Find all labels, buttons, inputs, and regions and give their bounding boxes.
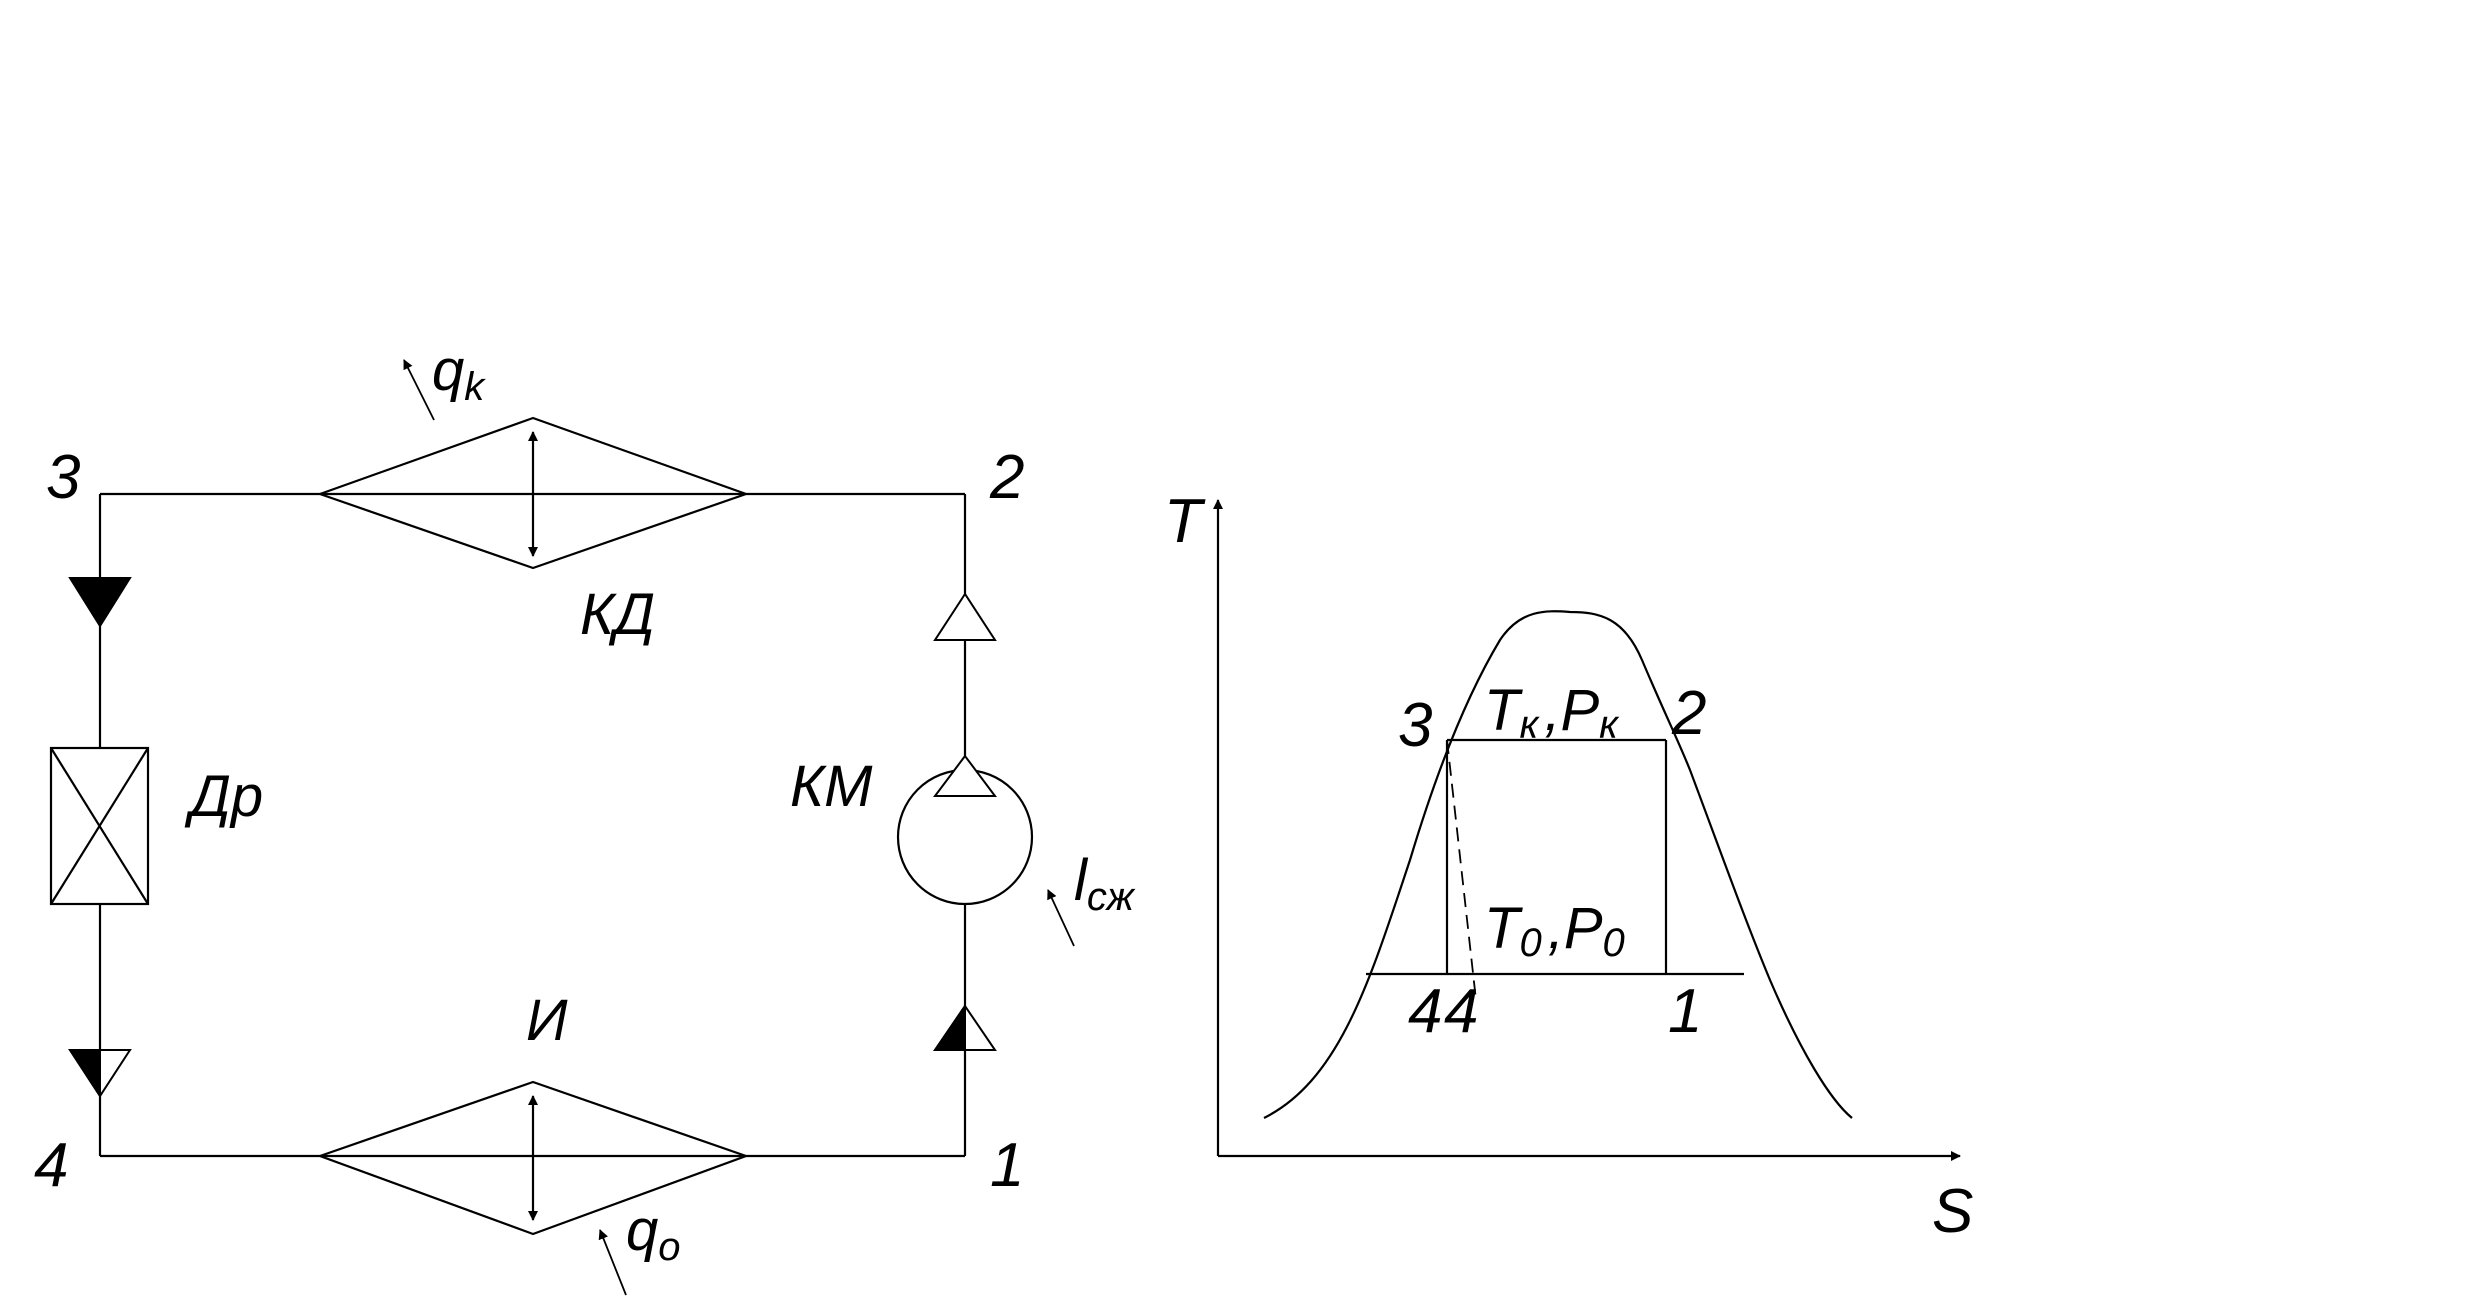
- flow-arrow-half-fill-icon: [933, 1002, 966, 1051]
- ts-diagram: T S 3 2 4 4 1 Tк,Pк T0,P0: [1164, 487, 1973, 1246]
- saturation-dome: [1263, 610, 1853, 1119]
- condenser-symbol: [316, 416, 750, 570]
- heat-qk-label: qk: [432, 338, 486, 409]
- ts-point-4b-label: 4: [1444, 977, 1478, 1046]
- ts-point-4a-label: 4: [1408, 977, 1442, 1046]
- ts-point-3-label: 3: [1398, 691, 1432, 760]
- condenser-label: КД: [580, 582, 655, 647]
- ts-point-2-label: 2: [1671, 679, 1706, 748]
- evaporator-symbol: [316, 1080, 750, 1236]
- lower-isotherm-label: T0,P0: [1484, 896, 1625, 965]
- compressor-symbol: [896, 754, 1034, 906]
- t-axis-label: T: [1164, 487, 1206, 556]
- evaporator-label: И: [526, 988, 568, 1053]
- throttle-dashed-line: [1446, 739, 1477, 1001]
- heat-out-arrow-icon: [403, 359, 435, 421]
- flow-arrow-down-icon: [68, 577, 132, 628]
- point-2-label: 2: [989, 443, 1024, 512]
- point-1-label: 1: [990, 1131, 1024, 1200]
- work-in-arrow-icon: [1047, 889, 1075, 947]
- ts-point-1-label: 1: [1668, 977, 1702, 1046]
- upper-isotherm-label: Tк,Pк: [1484, 678, 1620, 747]
- throttle-symbol: [49, 746, 150, 906]
- throttle-label: Др: [184, 764, 263, 829]
- heat-in-arrow-icon: [598, 1229, 627, 1296]
- heat-qo-label: qo: [626, 1198, 681, 1269]
- s-axis-label: S: [1932, 1177, 1973, 1246]
- compression-work-label: lсж: [1074, 848, 1135, 919]
- point-4-label: 4: [34, 1131, 68, 1200]
- compressor-label: КМ: [790, 754, 873, 819]
- flow-arrow-up-icon: [933, 592, 997, 641]
- cycle-scheme: 3 2 4 1 КД Др КМ И qk qo lсж: [34, 338, 1135, 1296]
- flow-arrow-half-fill-icon: [68, 1049, 101, 1100]
- point-3-label: 3: [46, 443, 80, 512]
